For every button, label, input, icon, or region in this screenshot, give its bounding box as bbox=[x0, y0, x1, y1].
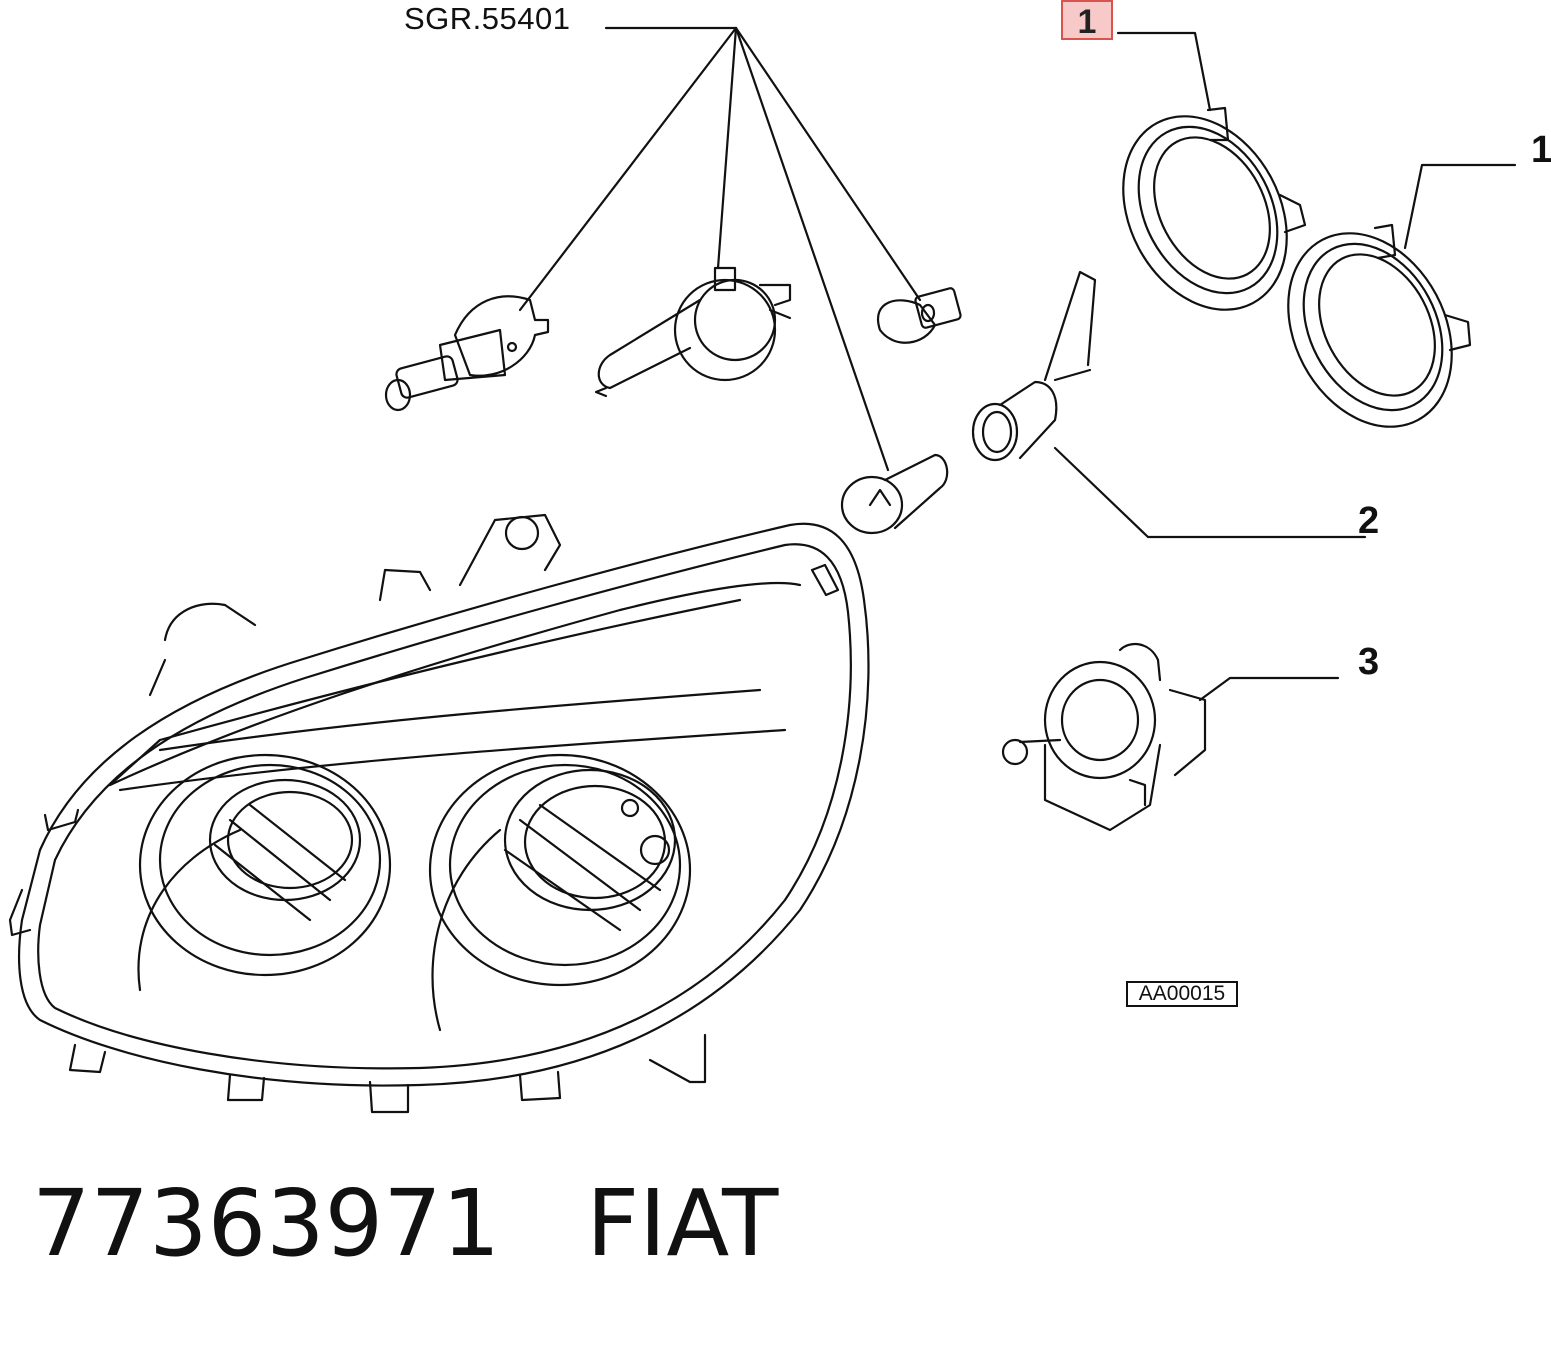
callout-1-selected[interactable]: 1 bbox=[1061, 0, 1113, 40]
group-reference-label: SGR.55401 bbox=[404, 1, 571, 36]
callout-1-selected-label: 1 bbox=[1077, 3, 1097, 41]
part-number: 77363971 bbox=[32, 1170, 501, 1277]
bulb-holder bbox=[971, 270, 1097, 462]
leveling-motor bbox=[1001, 642, 1207, 832]
headlamp-assembly bbox=[8, 513, 870, 1114]
figure-reference-code: AA00015 bbox=[1126, 981, 1238, 1007]
bulb-h7 bbox=[384, 295, 550, 412]
callout-1[interactable]: 1 bbox=[1531, 129, 1551, 171]
bulb-bayonet bbox=[840, 453, 949, 535]
dust-cap-lower bbox=[1287, 223, 1472, 428]
bulb-h1 bbox=[594, 266, 792, 398]
bulb-wedge bbox=[877, 287, 962, 344]
sgr-leader-lines bbox=[518, 26, 922, 472]
brand-name: FIAT bbox=[586, 1170, 779, 1277]
callout-3[interactable]: 3 bbox=[1358, 641, 1380, 683]
callout-leader-lines bbox=[1053, 31, 1517, 702]
dust-cap-upper bbox=[1122, 106, 1307, 311]
callout-2[interactable]: 2 bbox=[1358, 500, 1380, 542]
